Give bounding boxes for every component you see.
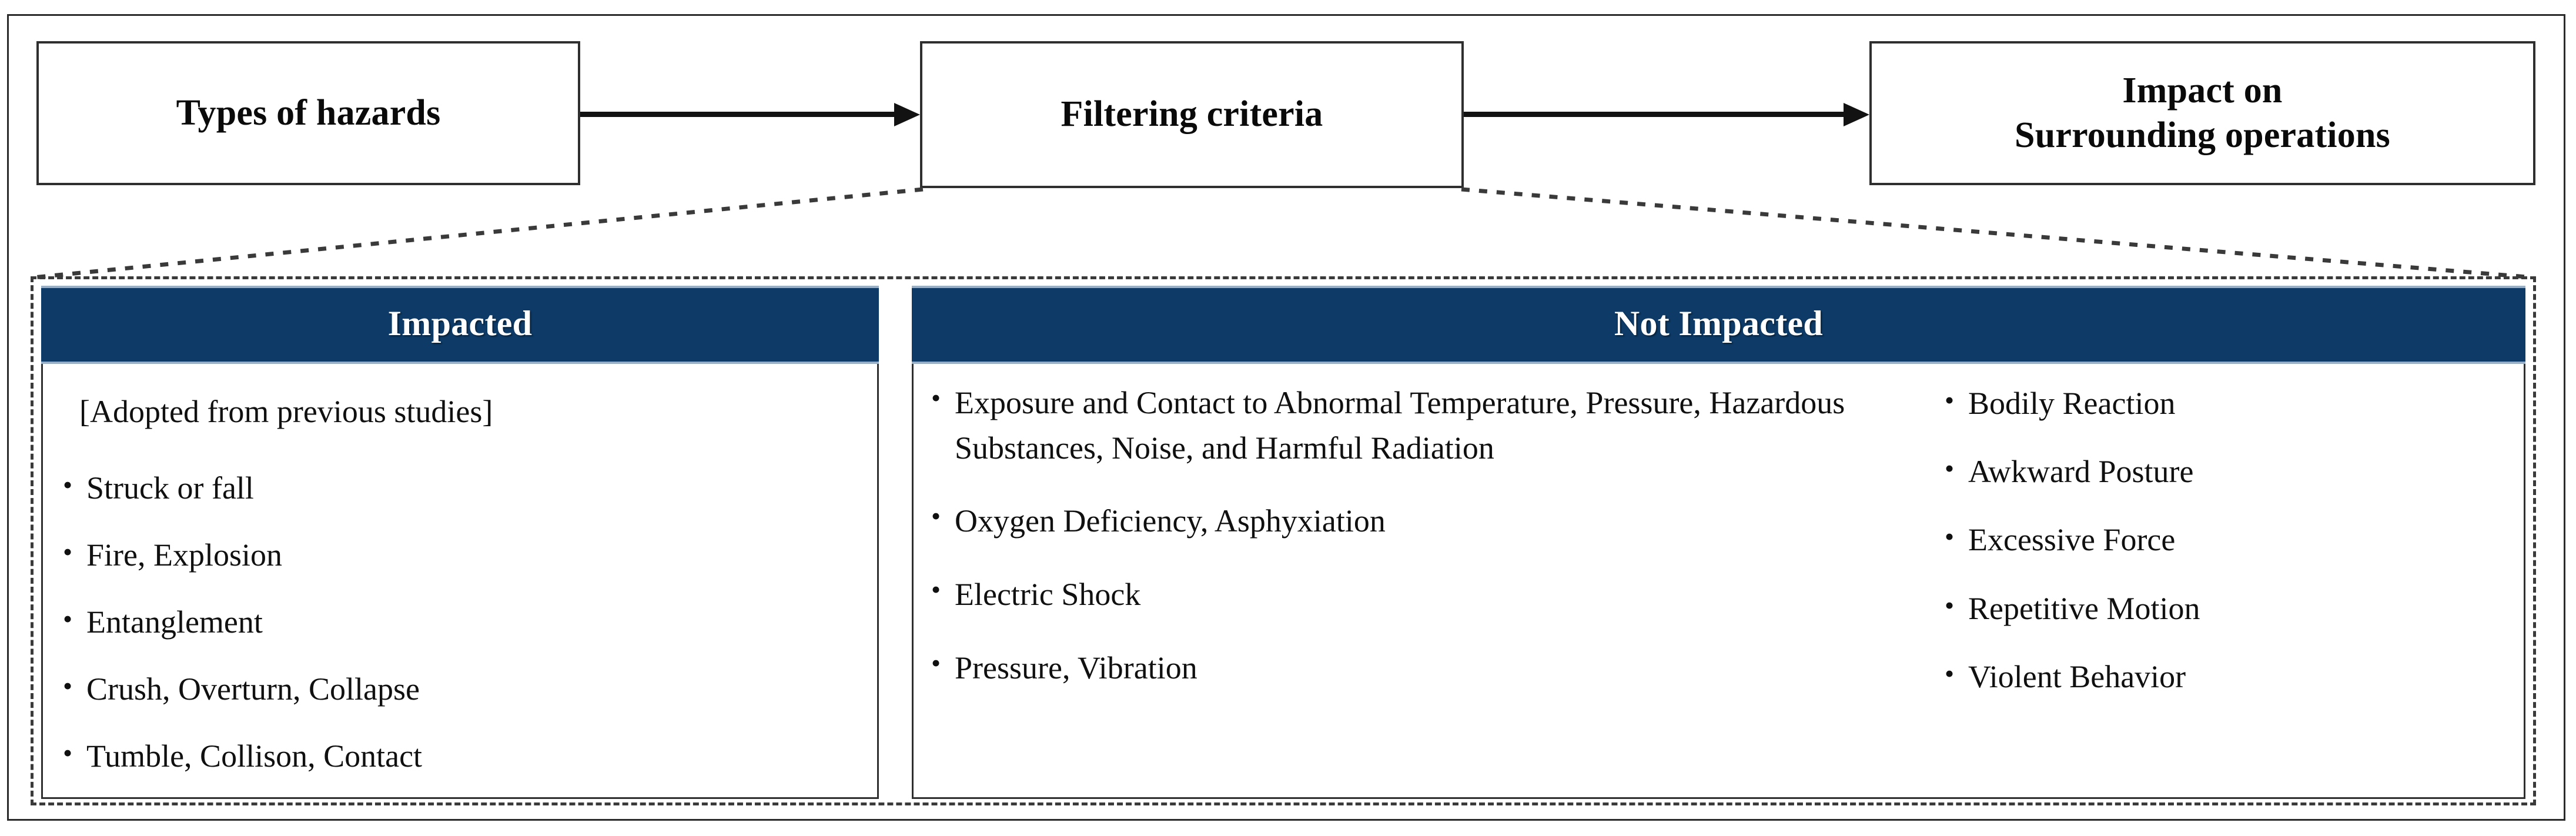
not-impacted-main-column: Exposure and Contact to Abnormal Tempera…: [928, 379, 1927, 797]
flow-box-line: Filtering criteria: [1060, 94, 1323, 135]
list-item: Exposure and Contact to Abnormal Tempera…: [928, 379, 1913, 470]
list-item: Struck or fall: [59, 466, 861, 509]
panel-impacted-body: [Adopted from previous studies] Struck o…: [41, 364, 879, 799]
arrow-right-icon-filtering-to-impact: [1464, 103, 1869, 126]
list-item: Fire, Explosion: [59, 533, 861, 576]
funnel-line-left: [33, 187, 924, 280]
panel-not-impacted-body: Exposure and Contact to Abnormal Tempera…: [912, 364, 2525, 799]
flow-box-line: Types of hazards: [176, 92, 441, 133]
list-item: Crush, Overturn, Collapse: [59, 667, 861, 710]
impacted-source-note: [Adopted from previous studies]: [79, 394, 493, 429]
flow-box-label: Types of hazards: [176, 91, 441, 136]
panel-impacted-header: Impacted: [41, 286, 879, 364]
arrow-right-icon-hazards-to-filtering: [580, 103, 920, 126]
impacted-hazard-list: Struck or fall Fire, Explosion Entanglem…: [59, 466, 861, 777]
list-item: Entanglement: [59, 600, 861, 643]
flow-box-label: Filtering criteria: [1061, 92, 1323, 137]
flow-box-filtering-criteria: Filtering criteria: [920, 41, 1464, 188]
arrow-head: [894, 103, 920, 126]
dashed-results-container: [31, 276, 2536, 805]
arrow-shaft: [1464, 112, 1844, 117]
flow-box-line: Impact on: [2122, 70, 2283, 111]
panel-not-impacted-header: Not Impacted: [912, 286, 2525, 364]
not-impacted-side-column: Bodily Reaction Awkward Posture Excessiv…: [1927, 380, 2503, 797]
flow-box-line: Surrounding operations: [2015, 115, 2390, 155]
flow-box-impact-on-surrounding-operations: Impact on Surrounding operations: [1869, 41, 2535, 185]
panel-not-impacted: Not Impacted Exposure and Contact to Abn…: [912, 286, 2525, 799]
arrow-shaft: [580, 112, 894, 117]
not-impacted-hazard-list-side: Bodily Reaction Awkward Posture Excessiv…: [1941, 382, 2503, 697]
list-item: Excessive Force: [1941, 518, 2503, 560]
list-item: Bodily Reaction: [1941, 382, 2503, 424]
list-item: Oxygen Deficiency, Asphyxiation: [928, 497, 1913, 544]
dashed-funnel-connector: [33, 187, 2534, 280]
flow-box-label: Impact on Surrounding operations: [2015, 69, 2390, 158]
list-item: Awkward Posture: [1941, 450, 2503, 492]
list-item: Pressure, Vibration: [928, 644, 1913, 691]
arrow-head: [1844, 103, 1869, 126]
list-item: Electric Shock: [928, 571, 1913, 617]
list-item: Violent Behavior: [1941, 655, 2503, 697]
list-item: Tumble, Collison, Contact: [59, 734, 861, 777]
not-impacted-hazard-list-main: Exposure and Contact to Abnormal Tempera…: [928, 379, 1913, 691]
flow-box-types-of-hazards: Types of hazards: [36, 41, 580, 185]
panel-impacted: Impacted [Adopted from previous studies]…: [41, 286, 879, 799]
list-item: Repetitive Motion: [1941, 587, 2503, 629]
funnel-line-right: [1461, 187, 2534, 280]
